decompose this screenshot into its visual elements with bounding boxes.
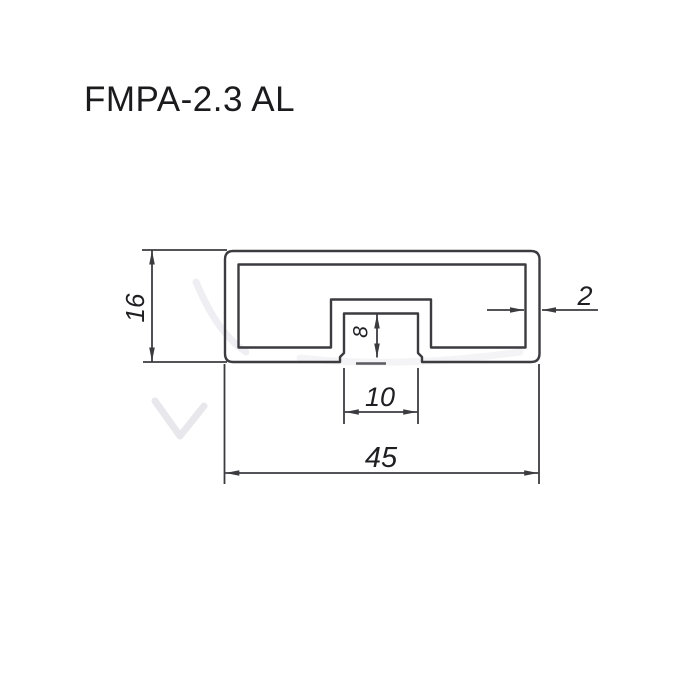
dimension-slot-depth: 8 (350, 314, 386, 365)
dimension-wall-thickness: 2 (487, 281, 598, 313)
dimension-slot-width: 10 (343, 368, 419, 424)
dimension-value-height: 16 (120, 293, 150, 322)
dimension-value-slot-width: 10 (365, 382, 395, 412)
profile-outline (223, 249, 541, 364)
dimension-value-wall: 2 (576, 281, 592, 311)
dimension-overall-height: 16 (120, 249, 227, 363)
dimension-overall-width: 45 (223, 364, 540, 484)
dimension-value-slot-depth: 8 (350, 326, 373, 338)
dimension-value-width: 45 (365, 442, 398, 474)
drawing-title: FMPA-2.3 AL (84, 80, 296, 119)
profile-outer-contour (223, 249, 541, 364)
watermark (151, 278, 524, 440)
profile-inner-contour (237, 263, 527, 349)
